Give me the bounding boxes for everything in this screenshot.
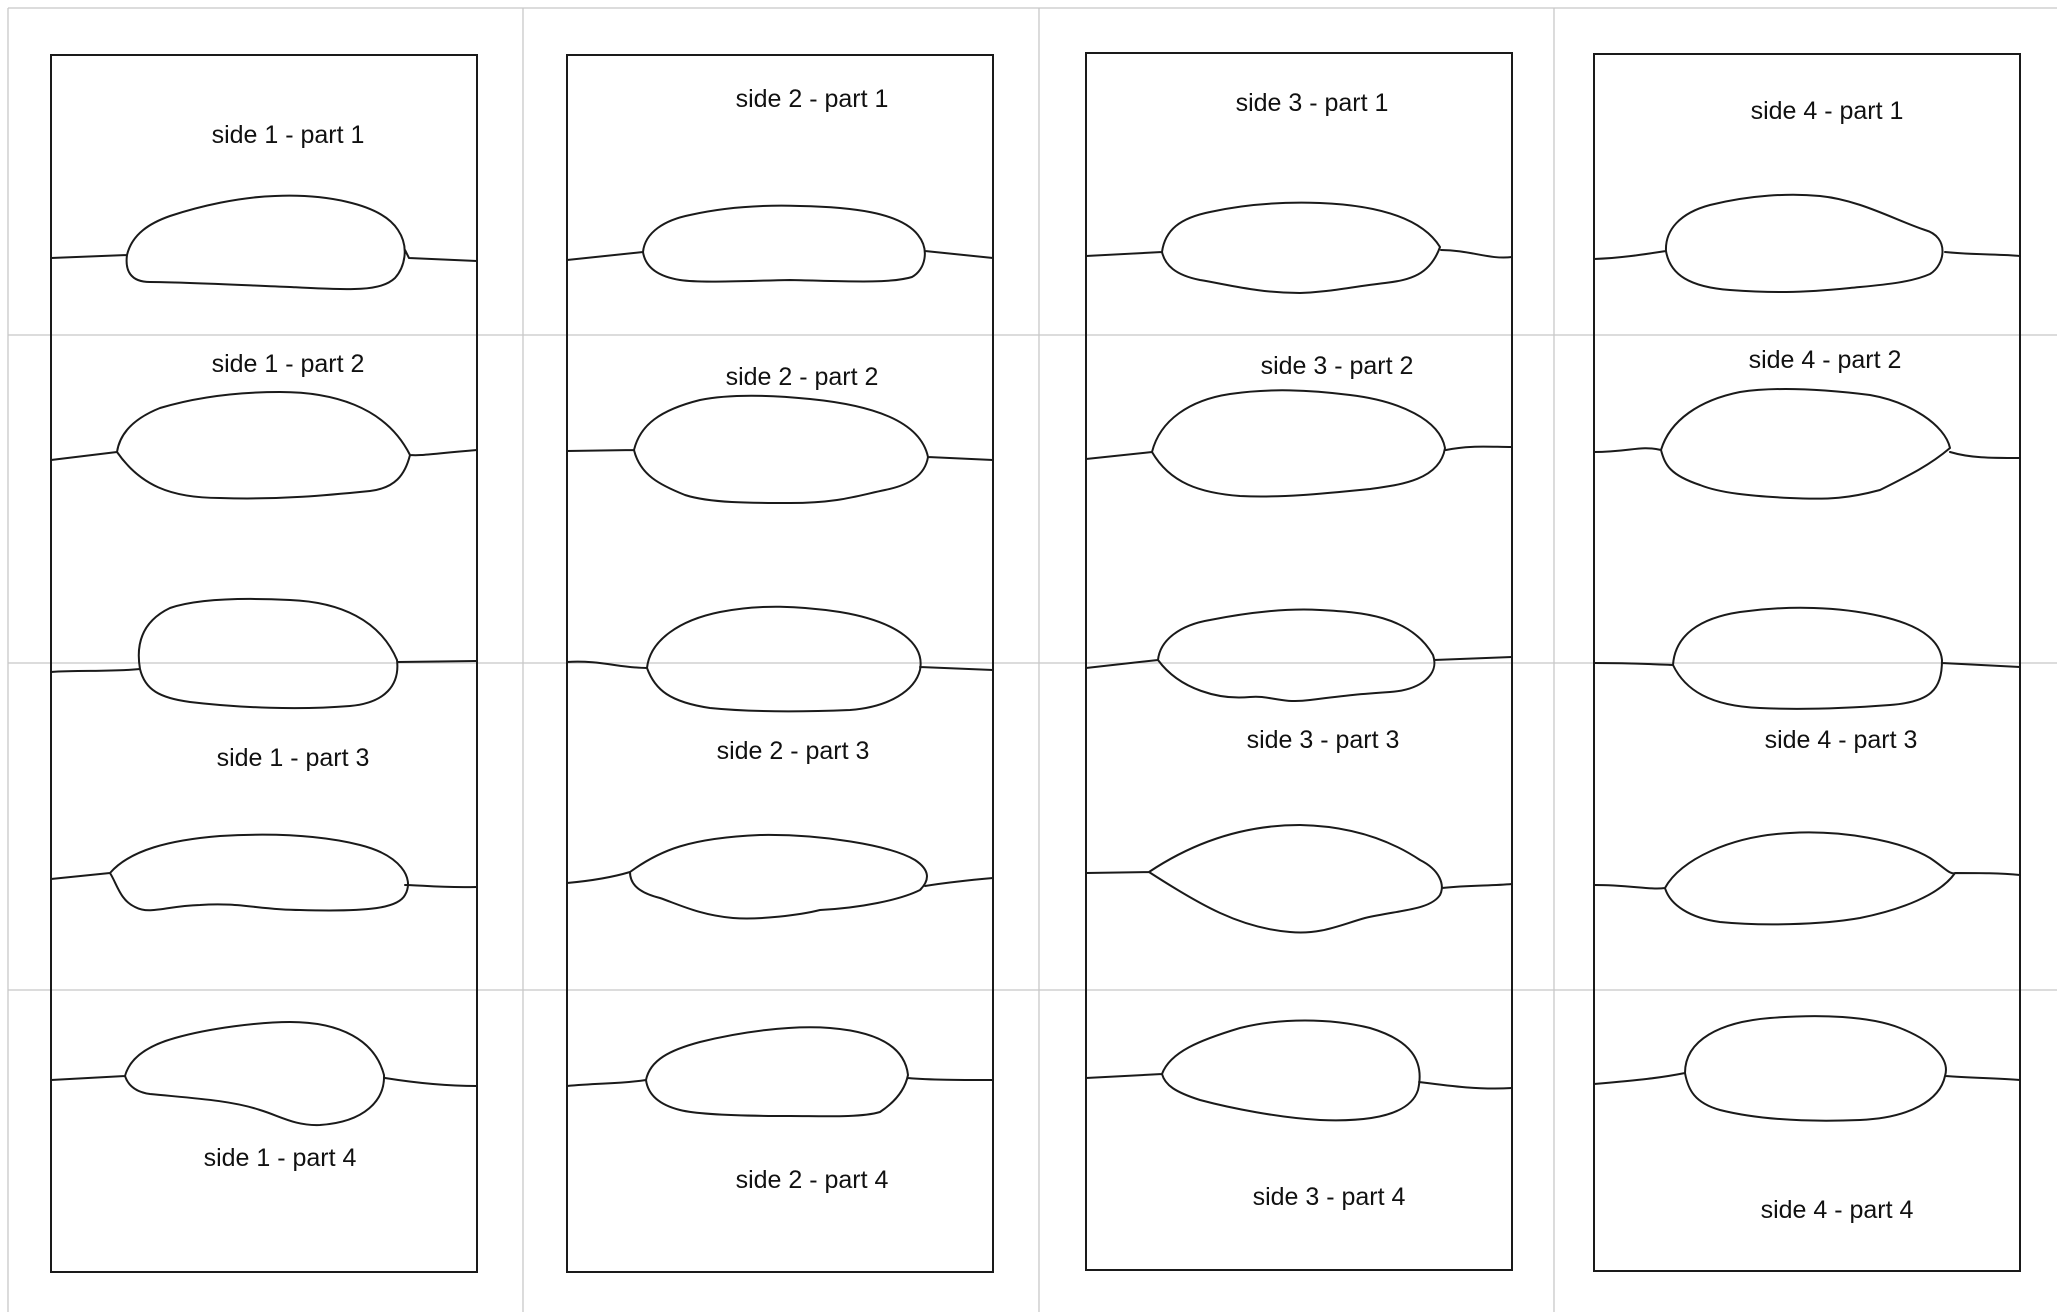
part-label: side 4 - part 2 <box>1749 346 1902 374</box>
strip-outline <box>50 54 478 1273</box>
part-label: side 3 - part 3 <box>1247 726 1400 754</box>
part-label: side 2 - part 1 <box>736 85 889 113</box>
part-label: side 1 - part 2 <box>212 350 365 378</box>
part-label: side 2 - part 4 <box>736 1166 889 1194</box>
strip-side-2: side 2 - part 1 side 2 - part 2 side 2 -… <box>566 54 994 1273</box>
cutout-shape <box>1593 831 2021 926</box>
part-label: side 2 - part 3 <box>717 737 870 765</box>
cutout-shape <box>1085 1019 1513 1122</box>
part-label: side 3 - part 2 <box>1261 352 1414 380</box>
cutout-shape <box>1593 606 2021 710</box>
cutout-shape <box>566 394 994 504</box>
cutout-shape <box>50 391 478 500</box>
cutout-shape <box>1593 193 2021 294</box>
strip-side-3: side 3 - part 1 side 3 - part 2 side 3 -… <box>1085 52 1513 1271</box>
part-label: side 4 - part 1 <box>1751 97 1904 125</box>
part-label: side 2 - part 2 <box>726 363 879 391</box>
strip-side-1: side 1 - part 1 side 1 - part 2 side 1 -… <box>50 54 478 1273</box>
guide-grid <box>7 7 2057 1312</box>
cutout-shape <box>566 605 994 713</box>
cutout-shape <box>50 194 478 291</box>
part-label: side 3 - part 1 <box>1236 89 1389 117</box>
cutout-shape <box>566 833 994 920</box>
part-label: side 3 - part 4 <box>1253 1183 1406 1211</box>
part-label: side 4 - part 3 <box>1765 726 1918 754</box>
strip-side-4: side 4 - part 1 side 4 - part 2 side 4 -… <box>1593 53 2021 1272</box>
strip-outline <box>1085 52 1513 1271</box>
cutout-shape <box>1085 201 1513 294</box>
strip-outline <box>566 54 994 1273</box>
part-label: side 1 - part 1 <box>212 121 365 149</box>
cutout-shape <box>1593 388 2021 500</box>
part-label: side 1 - part 3 <box>217 744 370 772</box>
cutout-shape <box>1085 608 1513 702</box>
cutout-shape <box>50 597 478 710</box>
cutout-shape <box>1085 389 1513 498</box>
part-label: side 1 - part 4 <box>204 1144 357 1172</box>
part-label: side 4 - part 4 <box>1761 1196 1914 1224</box>
cutout-shape <box>50 1021 478 1127</box>
cutout-shape <box>566 1026 994 1118</box>
cutout-shape <box>566 204 994 283</box>
cutout-shape <box>1593 1015 2021 1122</box>
cutout-shape <box>50 833 478 912</box>
cutout-shape <box>1085 824 1513 934</box>
